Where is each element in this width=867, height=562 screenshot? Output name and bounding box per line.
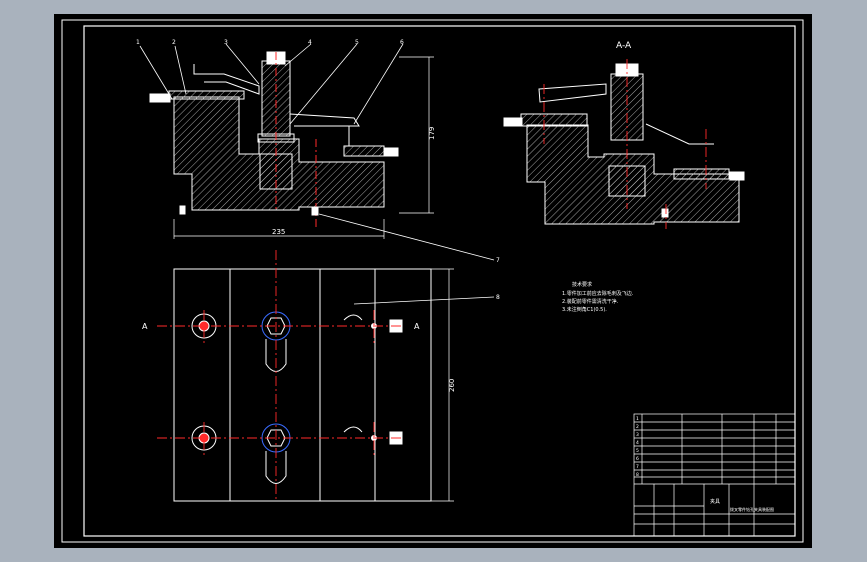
part-no-3: 3 [636, 432, 639, 438]
outer-frame [61, 19, 804, 543]
inner-frame [83, 25, 796, 537]
notes-line-3: 3.未注倒角C1(0.5). [562, 306, 607, 313]
dimension-width: 235 [272, 228, 285, 236]
notes-title: 技术要求 [572, 281, 592, 288]
cut-label-left: A [142, 322, 148, 331]
notes-line-1: 1.零件加工前应去除毛刺及飞边. [562, 290, 634, 297]
cut-label-right: A [414, 322, 420, 331]
technical-drawing: 1 2 3 4 5 6 7 8 179 235 260 [61, 19, 804, 543]
technical-notes: 技术要求 1.零件加工前应去除毛刺及飞边. 2.装配前零件需清洗干净. 3.未注… [562, 281, 634, 313]
notes-line-2: 2.装配前零件需清洗干净. [562, 298, 619, 305]
drawing-subtitle: 拨叉零件钻孔夹具装配图 [730, 506, 774, 512]
centerlines-plan [157, 250, 404, 501]
title-block-parts: 1 2 3 4 5 6 7 8 [636, 416, 639, 478]
part-no-5: 5 [636, 448, 639, 454]
dimension-plan-height: 260 [448, 379, 456, 392]
dimension-height: 179 [428, 127, 436, 140]
front-view [149, 51, 399, 228]
section-view [503, 63, 745, 225]
section-label: A-A [616, 41, 632, 51]
balloon-6: 6 [400, 39, 404, 46]
part-no-1: 1 [636, 416, 639, 422]
part-no-6: 6 [636, 456, 639, 462]
part-no-7: 7 [636, 464, 639, 470]
balloon-8: 8 [496, 294, 500, 301]
drawing-name: 夹具 [710, 498, 720, 505]
part-no-8: 8 [636, 472, 639, 478]
balloon-4: 4 [308, 39, 312, 46]
part-no-4: 4 [636, 440, 639, 446]
plan-view [173, 268, 432, 502]
leader-lines-front [139, 43, 495, 305]
balloon-1: 1 [136, 39, 140, 46]
dimension-lines [173, 56, 454, 502]
title-block [633, 413, 796, 537]
drawing-sheet: 1 2 3 4 5 6 7 8 179 235 260 [54, 14, 812, 548]
balloon-7: 7 [496, 257, 500, 264]
centerlines-section [543, 59, 707, 229]
balloon-5: 5 [355, 39, 359, 46]
part-no-2: 2 [636, 424, 639, 430]
balloon-2: 2 [172, 39, 176, 46]
balloon-3: 3 [224, 39, 228, 46]
balloon-group: 1 2 3 4 5 6 7 8 [136, 39, 500, 301]
